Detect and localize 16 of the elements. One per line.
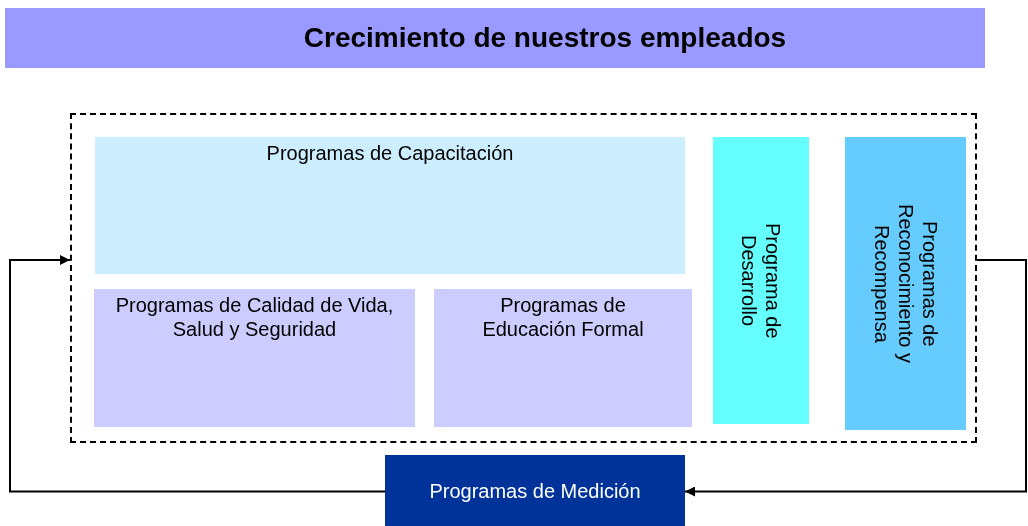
box-label: Programas de Capacitación [266, 141, 514, 165]
process-box [713, 137, 809, 424]
box-label: Programas de Reconocimiento y Recompensa [869, 203, 942, 365]
connector-arrow [9, 255, 386, 493]
process-box [385, 455, 685, 526]
dashed-group-box [70, 113, 977, 443]
process-box [434, 289, 692, 427]
box-label: Programas de Medición [429, 478, 641, 503]
title-banner: Crecimiento de nuestros empleados [5, 8, 985, 68]
process-box [845, 137, 966, 430]
box-label: Programa de Desarrollo [737, 221, 785, 341]
process-box [95, 137, 685, 274]
box-label: Programas de Calidad de Vida, Salud y Seguridad [114, 293, 395, 341]
process-box [94, 289, 415, 427]
connector-arrow [684, 259, 1027, 497]
box-label: Programas de Educación Formal [481, 293, 645, 341]
